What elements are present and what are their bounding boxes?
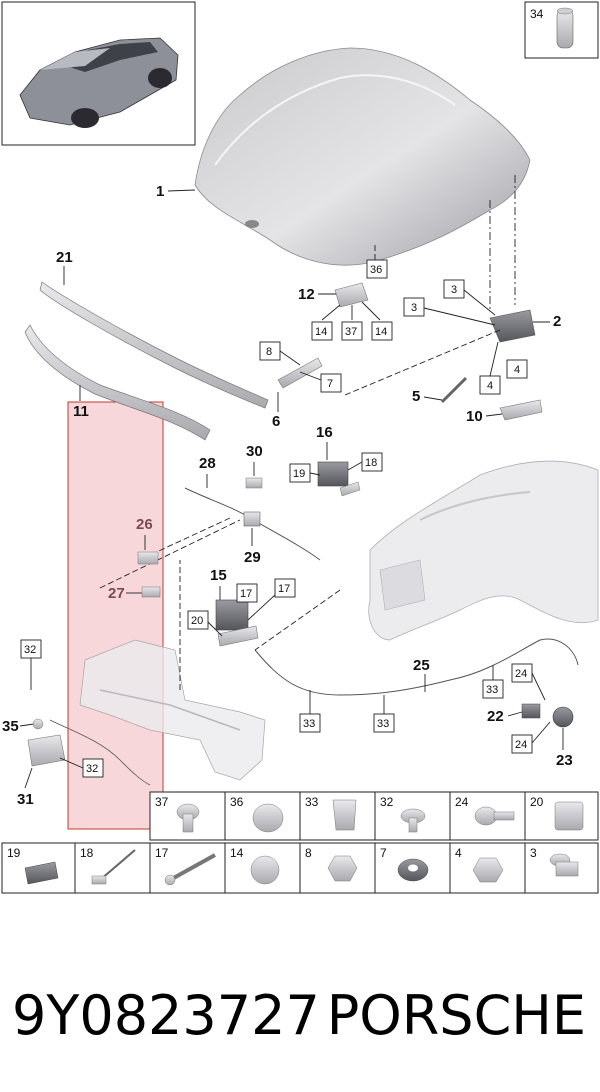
callout-36: 36 xyxy=(370,264,382,276)
callout-6: 6 xyxy=(272,413,280,430)
footer-banner: 9Y0823727 PORSCHE xyxy=(0,975,600,1055)
callout-28: 28 xyxy=(199,455,216,472)
part-6-group: 8 7 6 xyxy=(259,329,501,430)
callout-3-b: 3 xyxy=(411,302,417,314)
release-part-23: 24 22 23 24 xyxy=(487,663,574,769)
callout-32-b: 32 xyxy=(86,763,98,775)
strut-part-5: 5 xyxy=(412,376,468,405)
body-structure xyxy=(368,460,599,641)
callout-17-a: 17 xyxy=(240,588,252,600)
hw-label-17: 17 xyxy=(155,846,169,860)
part-26-group: 26 xyxy=(136,516,159,565)
hw-label-24: 24 xyxy=(455,795,469,809)
hardware-grid-row-2: 19 18 17 14 8 7 4 3 xyxy=(1,842,599,894)
hw-label-18: 18 xyxy=(80,846,94,860)
callout-16: 16 xyxy=(316,424,333,441)
callout-25: 25 xyxy=(413,657,430,674)
part-31-group: 32 35 32 31 xyxy=(2,639,151,808)
callout-24-a: 24 xyxy=(515,668,527,680)
callout-24-b: 24 xyxy=(515,739,527,751)
hw-label-36: 36 xyxy=(230,795,244,809)
lock-part-15: 15 17 17 20 xyxy=(187,567,296,647)
part-34-box: 34 xyxy=(524,1,599,59)
hw-label-33: 33 xyxy=(305,795,319,809)
hw-label-14: 14 xyxy=(230,846,244,860)
callout-33-a: 33 xyxy=(303,718,315,730)
bracket-part-10: 10 xyxy=(466,399,543,425)
callout-8: 8 xyxy=(266,346,272,358)
callout-11: 11 xyxy=(73,403,89,420)
seal-part-21: 21 xyxy=(39,249,269,409)
hw-label-32: 32 xyxy=(380,795,394,809)
hinge-part-2: 2 3 3 4 4 xyxy=(403,175,561,395)
callout-7: 7 xyxy=(327,378,333,390)
callout-22: 22 xyxy=(487,708,504,725)
hw-label-19: 19 xyxy=(7,846,21,860)
part-36-group: 36 xyxy=(366,245,388,279)
part-29-group: 30 28 29 xyxy=(99,443,321,589)
seal-part-11: 11 xyxy=(24,324,211,441)
part-12-group: 12 14 37 14 xyxy=(298,282,393,341)
callout-4-b: 4 xyxy=(487,380,493,392)
callout-33-b: 33 xyxy=(377,718,389,730)
callout-14-b: 14 xyxy=(375,326,387,338)
highlight-region xyxy=(67,401,164,830)
vehicle-thumbnail xyxy=(1,1,196,146)
brand-name: PORSCHE xyxy=(326,983,586,1047)
callout-4-a: 4 xyxy=(514,364,520,376)
callout-23: 23 xyxy=(556,752,573,769)
callout-12: 12 xyxy=(298,286,315,303)
callout-2: 2 xyxy=(553,313,561,330)
callout-1: 1 xyxy=(156,183,164,200)
callout-17-b: 17 xyxy=(278,583,290,595)
callout-19: 19 xyxy=(293,468,305,480)
hw-label-37: 37 xyxy=(155,795,169,809)
callout-18: 18 xyxy=(365,457,377,469)
callout-31: 31 xyxy=(17,791,34,808)
part-27-group: 27 xyxy=(108,585,161,602)
part-number: 9Y0823727 xyxy=(12,983,320,1047)
hw-label-3: 3 xyxy=(530,846,537,860)
callout-5: 5 xyxy=(412,388,420,405)
hw-label-20: 20 xyxy=(530,795,544,809)
callout-27: 27 xyxy=(108,585,125,602)
callout-14-a: 14 xyxy=(315,326,327,338)
callout-32-a: 32 xyxy=(24,644,36,656)
part-16-group: 16 19 18 xyxy=(289,424,383,497)
callout-33-c: 33 xyxy=(486,684,498,696)
callout-21: 21 xyxy=(56,249,73,266)
callout-29: 29 xyxy=(244,549,261,566)
front-carrier xyxy=(79,639,266,781)
callout-15: 15 xyxy=(210,567,227,584)
hw-label-7: 7 xyxy=(380,846,387,860)
hw-label-8: 8 xyxy=(305,846,312,860)
callout-30: 30 xyxy=(246,443,263,460)
callout-3-a: 3 xyxy=(451,284,457,296)
callout-37: 37 xyxy=(345,326,357,338)
callout-20: 20 xyxy=(191,615,203,627)
callout-35: 35 xyxy=(2,718,19,735)
cable-part-25: 25 33 33 33 xyxy=(179,560,579,733)
hw-label-4: 4 xyxy=(455,846,462,860)
callout-34: 34 xyxy=(530,7,544,21)
callout-26: 26 xyxy=(136,516,153,533)
callout-10: 10 xyxy=(466,408,483,425)
hood-part-1: 1 xyxy=(156,47,531,266)
hardware-grid-row-1: 37 36 33 32 24 20 xyxy=(149,791,599,841)
